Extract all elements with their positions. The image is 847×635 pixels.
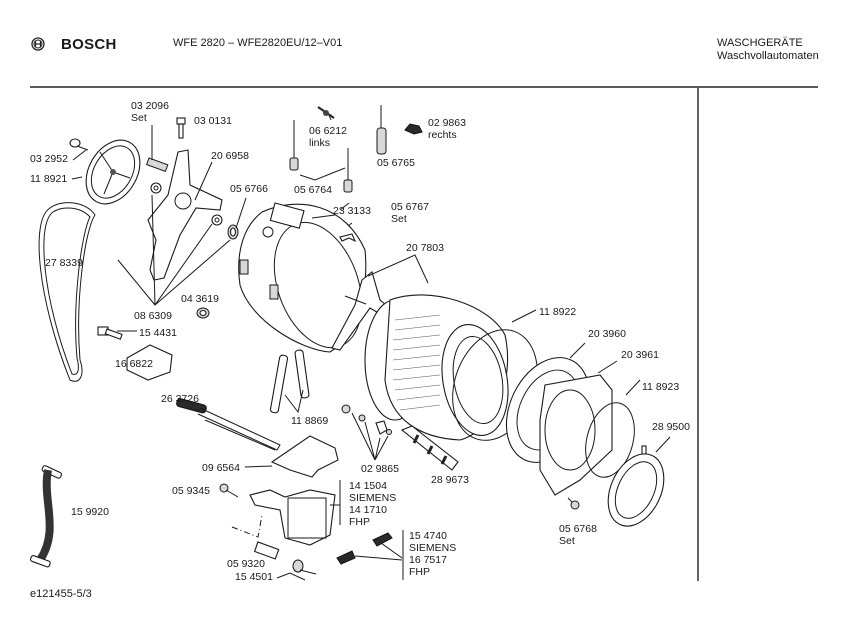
category-title: WASCHGERÄTE: [717, 37, 803, 49]
part-label-056768[interactable]: 05 6768 Set: [559, 523, 597, 547]
motor-bolt-part[interactable]: [292, 559, 317, 575]
part-label-206958[interactable]: 20 6958: [211, 150, 249, 162]
spring-clip-part[interactable]: [317, 106, 335, 119]
part-label-043619[interactable]: 04 3619: [181, 293, 219, 305]
part-label-203960[interactable]: 20 3960: [588, 328, 626, 340]
part-label-263726[interactable]: 26 3726: [161, 393, 199, 405]
front-bracket-part[interactable]: [539, 374, 613, 496]
part-label-056766[interactable]: 05 6766: [230, 183, 268, 195]
clip-part[interactable]: [339, 233, 357, 243]
part-label-118869[interactable]: 11 8869: [291, 415, 329, 427]
fastener-set-part[interactable]: [341, 404, 392, 461]
heating-element-part[interactable]: [176, 398, 281, 451]
bosch-armature-logo-icon: [31, 37, 45, 51]
diagram-id: e121455-5/3: [30, 588, 92, 600]
part-label-086309[interactable]: 08 6309: [134, 310, 172, 322]
header: BOSCH WFE 2820 – WFE2820EU/12–V01 WASCHG…: [0, 0, 847, 90]
part-label-141504[interactable]: 14 1504 SIEMENS 14 1710 FHP: [349, 480, 397, 528]
shock-absorber-part[interactable]: [269, 349, 310, 414]
part-label-032096[interactable]: 03 2096 Set: [131, 100, 169, 124]
drum-spider-part[interactable]: [147, 149, 223, 281]
grease-tube-part[interactable]: [400, 425, 459, 471]
brand-name: BOSCH: [61, 36, 117, 53]
wiring-cable-part[interactable]: [29, 465, 63, 568]
part-label-289673[interactable]: 28 9673: [431, 474, 469, 486]
part-label-154431[interactable]: 15 4431: [139, 327, 177, 339]
part-label-166822[interactable]: 16 6822: [115, 358, 153, 370]
bearing-part[interactable]: [211, 214, 223, 226]
tub-rear-part[interactable]: [238, 202, 378, 360]
part-label-278339[interactable]: 27 8339: [45, 257, 83, 269]
bearing-part[interactable]: [150, 182, 162, 194]
door-seal-ring-part[interactable]: [578, 397, 642, 482]
part-label-154740[interactable]: 15 4740 SIEMENS 16 7517 FHP: [409, 530, 457, 578]
part-label-118921[interactable]: 11 8921: [30, 173, 68, 185]
spring-right-part[interactable]: [376, 105, 387, 155]
part-label-096564[interactable]: 09 6564: [202, 462, 240, 474]
part-label-118922[interactable]: 11 8922: [539, 306, 577, 318]
motor-screw-part[interactable]: [219, 483, 239, 498]
part-label-056765[interactable]: 05 6765: [377, 157, 415, 169]
sensor-plug-part[interactable]: [97, 326, 123, 340]
part-label-159920[interactable]: 15 9920: [71, 506, 109, 518]
model-title: WFE 2820 – WFE2820EU/12–V01: [173, 37, 343, 49]
part-label-056767[interactable]: 05 6767 Set: [391, 201, 429, 225]
pulley-screw-part[interactable]: [69, 138, 89, 151]
drum-pulley-part[interactable]: [75, 131, 151, 214]
screw-part[interactable]: [567, 497, 580, 510]
part-label-056764[interactable]: 05 6764: [294, 184, 332, 196]
part-label-029863[interactable]: 02 9863 rechts: [428, 117, 466, 141]
part-label-207803[interactable]: 20 7803: [406, 242, 444, 254]
seal-part[interactable]: [227, 224, 239, 240]
set-screw-part[interactable]: [145, 157, 169, 173]
part-label-032952[interactable]: 03 2952: [30, 153, 68, 165]
part-label-233133[interactable]: 23 3133: [333, 205, 371, 217]
drive-belt-part[interactable]: [38, 202, 96, 382]
part-label-203961[interactable]: 20 3961: [621, 349, 659, 361]
subcategory-title: Waschvollautomaten: [717, 50, 819, 62]
interference-filter-part[interactable]: [126, 344, 173, 381]
part-label-289500[interactable]: 28 9500: [652, 421, 690, 433]
bracket-rechts-part[interactable]: [404, 123, 423, 135]
part-label-066212[interactable]: 06 6212 links: [309, 125, 347, 149]
drum-part[interactable]: [364, 294, 516, 441]
part-label-059345[interactable]: 05 9345: [172, 485, 210, 497]
washer-part[interactable]: [196, 307, 210, 319]
part-label-118923[interactable]: 11 8923: [642, 381, 680, 393]
bellows-ring-part[interactable]: [597, 445, 674, 535]
part-label-030131[interactable]: 03 0131: [194, 115, 232, 127]
part-label-029865[interactable]: 02 9865: [361, 463, 399, 475]
gasket-part[interactable]: [270, 435, 339, 478]
part-label-154501[interactable]: 15 4501: [235, 571, 273, 583]
bushing-part[interactable]: [253, 541, 280, 560]
bolt-part[interactable]: [176, 117, 186, 139]
spring-left-part[interactable]: [289, 120, 353, 193]
part-label-059320[interactable]: 05 9320: [227, 558, 265, 570]
carbon-brush-part[interactable]: [336, 532, 403, 565]
motor-part[interactable]: [249, 489, 336, 546]
